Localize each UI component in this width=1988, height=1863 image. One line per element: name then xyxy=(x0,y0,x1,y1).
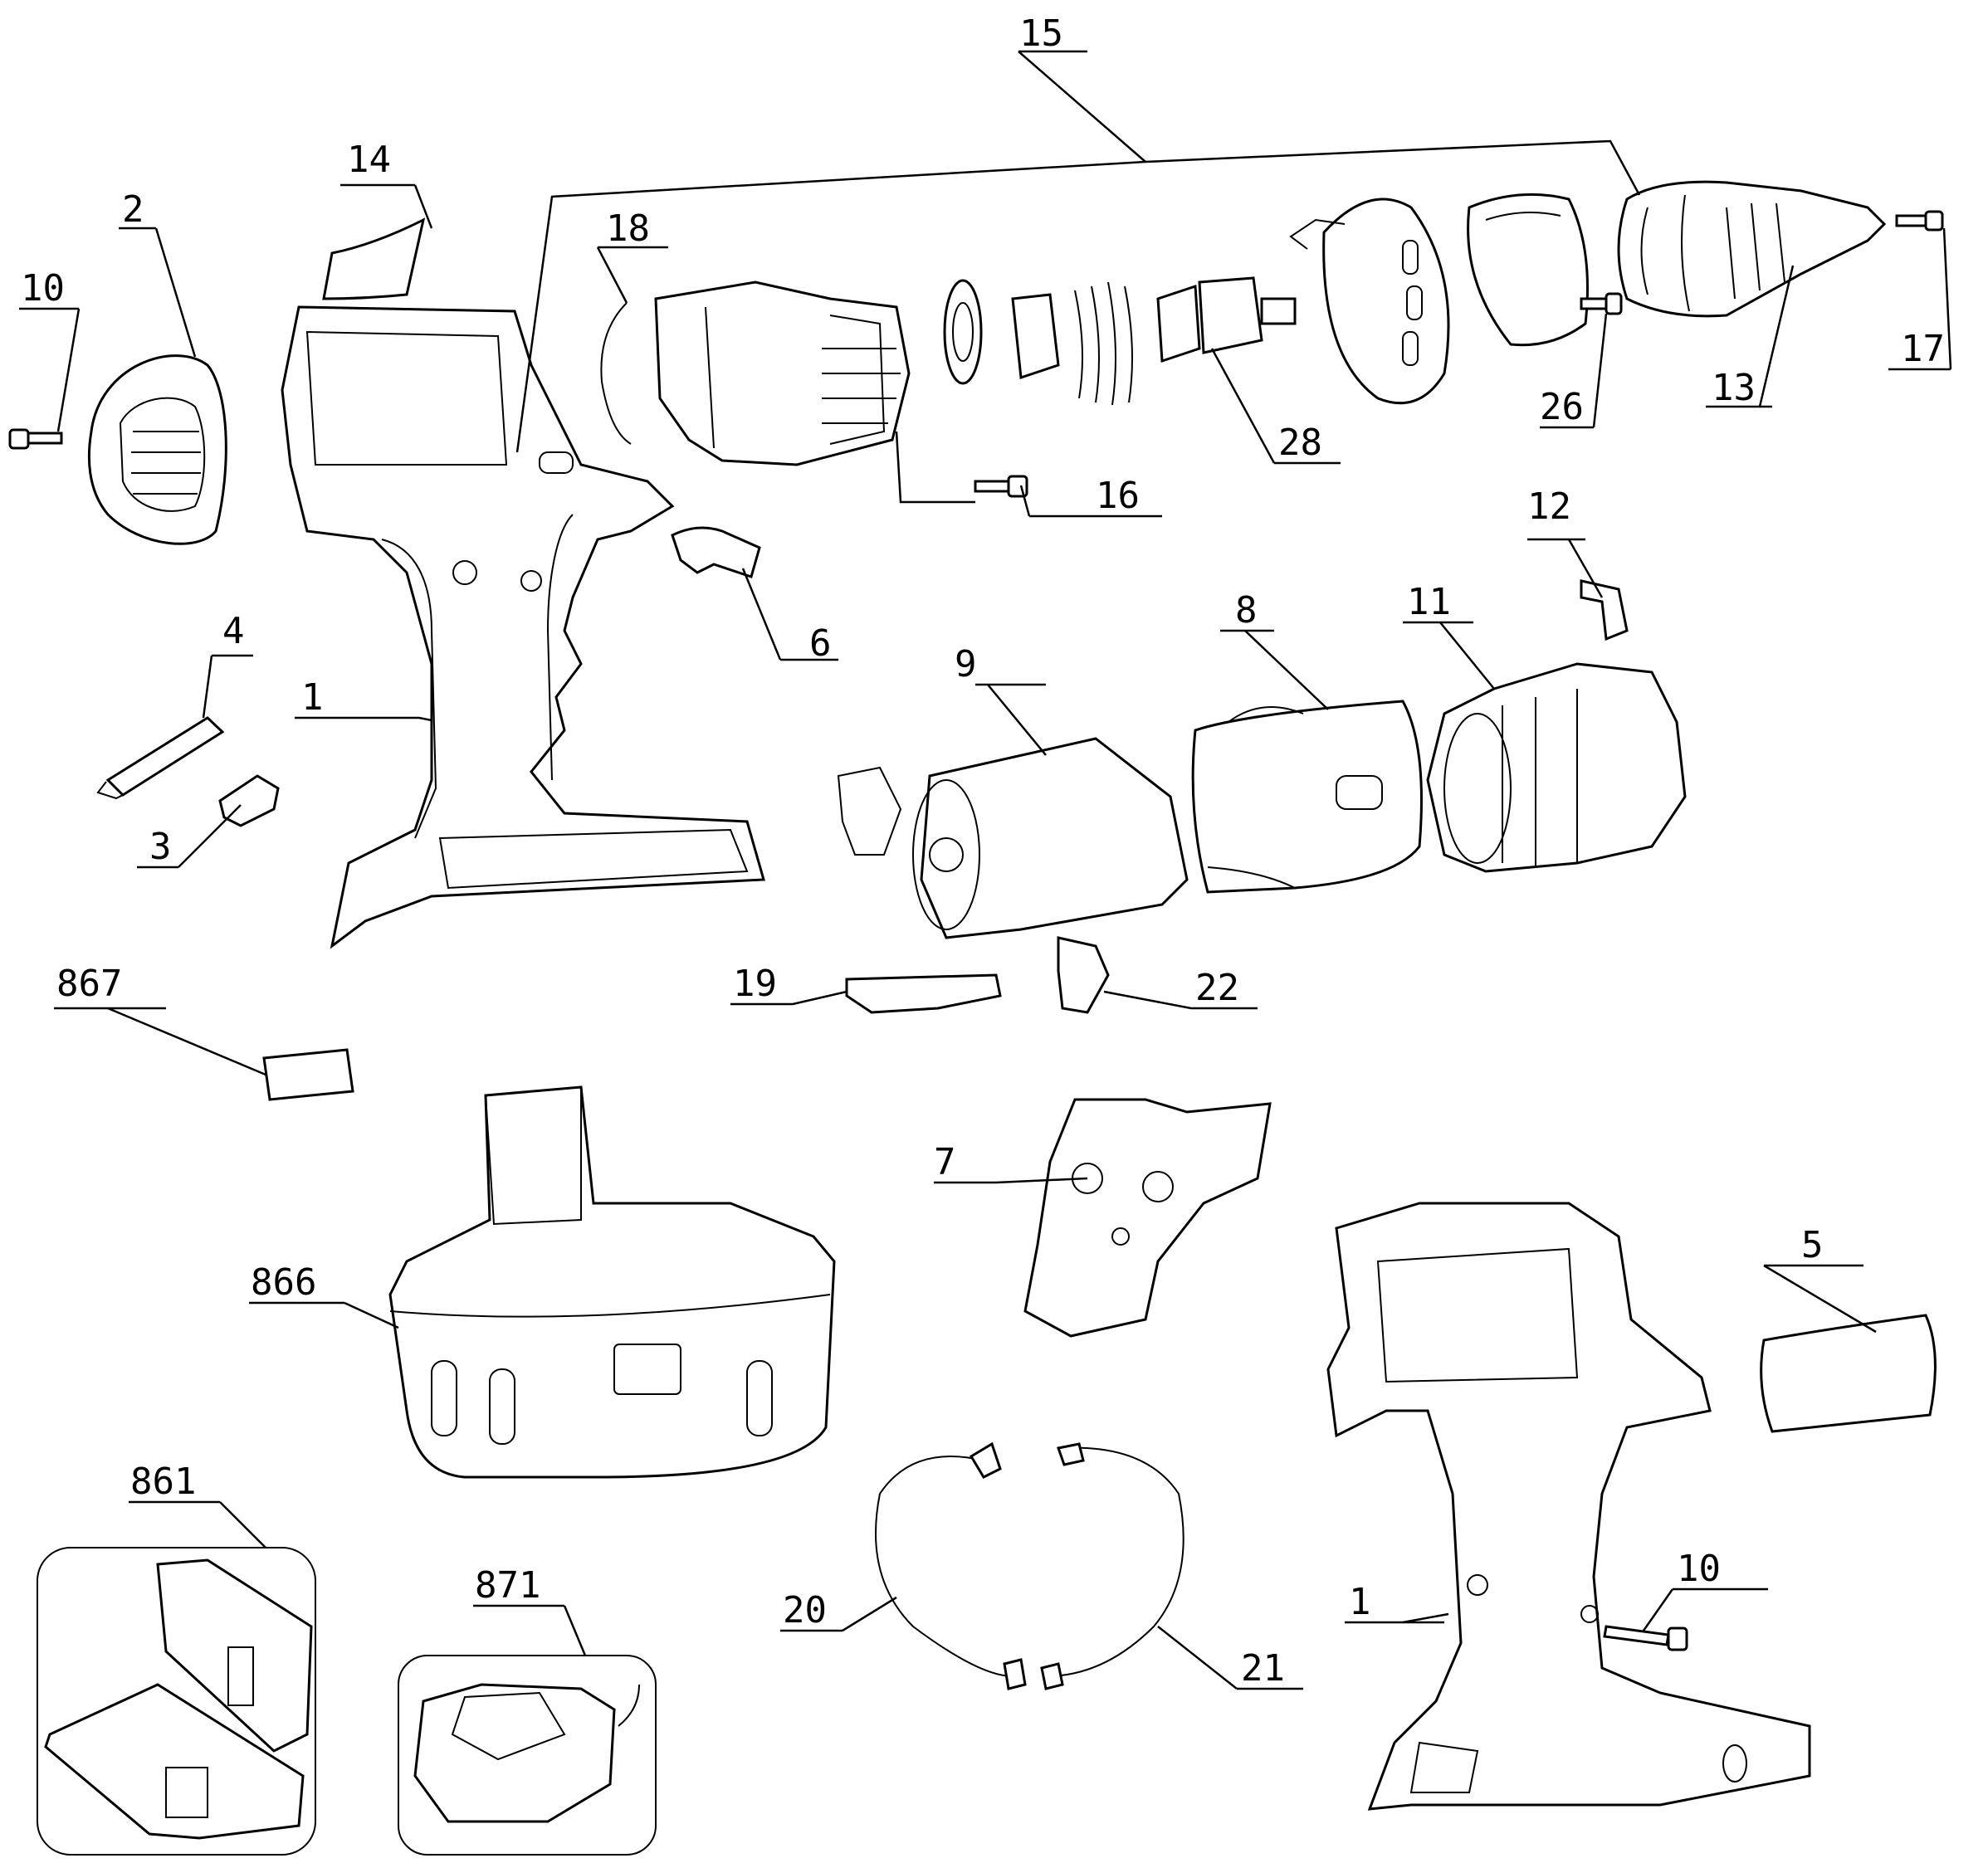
part-20-terminal xyxy=(1003,1658,1027,1690)
label-8: 8 xyxy=(1235,589,1258,632)
part-6-switch xyxy=(671,526,761,578)
part-7-switch xyxy=(1023,1098,1272,1338)
part-10-screw-right xyxy=(1603,1625,1688,1651)
part-19-brush-plate xyxy=(845,973,1002,1014)
part-3-clip xyxy=(218,774,280,827)
label-6: 6 xyxy=(809,622,832,665)
leader-lines xyxy=(19,183,1952,1690)
part-16-screw xyxy=(974,475,1028,498)
label-26: 26 xyxy=(1540,386,1584,428)
label-3: 3 xyxy=(149,826,172,868)
label-10-left: 10 xyxy=(21,267,65,310)
label-15: 15 xyxy=(1019,12,1063,55)
part-13-chuck xyxy=(1617,180,1887,318)
label-7: 7 xyxy=(934,1141,956,1183)
part-15-sleeve xyxy=(1467,193,1589,347)
label-28: 28 xyxy=(1278,422,1322,464)
part-11-gear-housing xyxy=(1426,662,1687,873)
label-20: 20 xyxy=(783,1589,827,1631)
label-19: 19 xyxy=(733,963,777,1005)
part-15-internal-components xyxy=(943,276,1297,406)
label-866: 866 xyxy=(251,1261,316,1304)
label-14: 14 xyxy=(347,139,391,181)
part-8-motor-can xyxy=(1191,700,1423,894)
label-867: 867 xyxy=(56,963,122,1005)
part-21-connector xyxy=(1057,1442,1085,1466)
part-10-screw-left xyxy=(8,428,63,450)
label-18: 18 xyxy=(606,207,650,250)
part-861-case xyxy=(37,1547,316,1856)
part-14-label xyxy=(322,217,426,300)
label-1-left: 1 xyxy=(301,676,324,719)
label-13: 13 xyxy=(1712,367,1756,409)
label-22: 22 xyxy=(1195,967,1239,1009)
part-22-brush-holder xyxy=(1057,936,1110,1014)
leader-15 xyxy=(1018,51,1146,163)
label-17: 17 xyxy=(1901,328,1945,370)
part-1-housing-right xyxy=(1326,1202,1811,1811)
label-1-right: 1 xyxy=(1349,1581,1371,1623)
label-2: 2 xyxy=(122,188,144,231)
part-12-clip xyxy=(1580,579,1629,641)
part-867-block xyxy=(262,1048,354,1101)
part-9-motor xyxy=(837,737,1189,939)
label-21: 21 xyxy=(1241,1647,1285,1690)
part-20-lead xyxy=(875,1456,1014,1677)
part-17-screw xyxy=(1895,210,1944,232)
label-11: 11 xyxy=(1407,581,1451,623)
label-16: 16 xyxy=(1096,475,1140,517)
part-15-clutch-collar xyxy=(1289,198,1450,405)
part-4-bit xyxy=(96,716,225,800)
part-21-terminal xyxy=(1040,1662,1064,1690)
label-4: 4 xyxy=(222,610,245,652)
part-26-screw xyxy=(1580,292,1623,315)
part-15-gear-case xyxy=(654,280,911,466)
label-861: 861 xyxy=(130,1461,196,1503)
part-5-label xyxy=(1760,1314,1937,1433)
part-871-charger xyxy=(398,1655,657,1856)
label-5: 5 xyxy=(1801,1224,1824,1266)
part-labels: 15 14 18 2 10 17 13 26 28 16 12 4 6 11 8… xyxy=(21,12,1945,1690)
part-18-ring xyxy=(600,302,632,445)
label-12: 12 xyxy=(1527,485,1571,528)
label-9: 9 xyxy=(955,643,977,685)
label-10-right: 10 xyxy=(1677,1548,1721,1590)
part-1-housing-left xyxy=(281,305,765,949)
part-20-connector xyxy=(969,1441,1002,1479)
part-2-end-cap xyxy=(87,354,227,545)
label-871: 871 xyxy=(475,1564,540,1607)
part-21-lead xyxy=(1045,1446,1184,1677)
part-866-battery xyxy=(388,1085,836,1479)
